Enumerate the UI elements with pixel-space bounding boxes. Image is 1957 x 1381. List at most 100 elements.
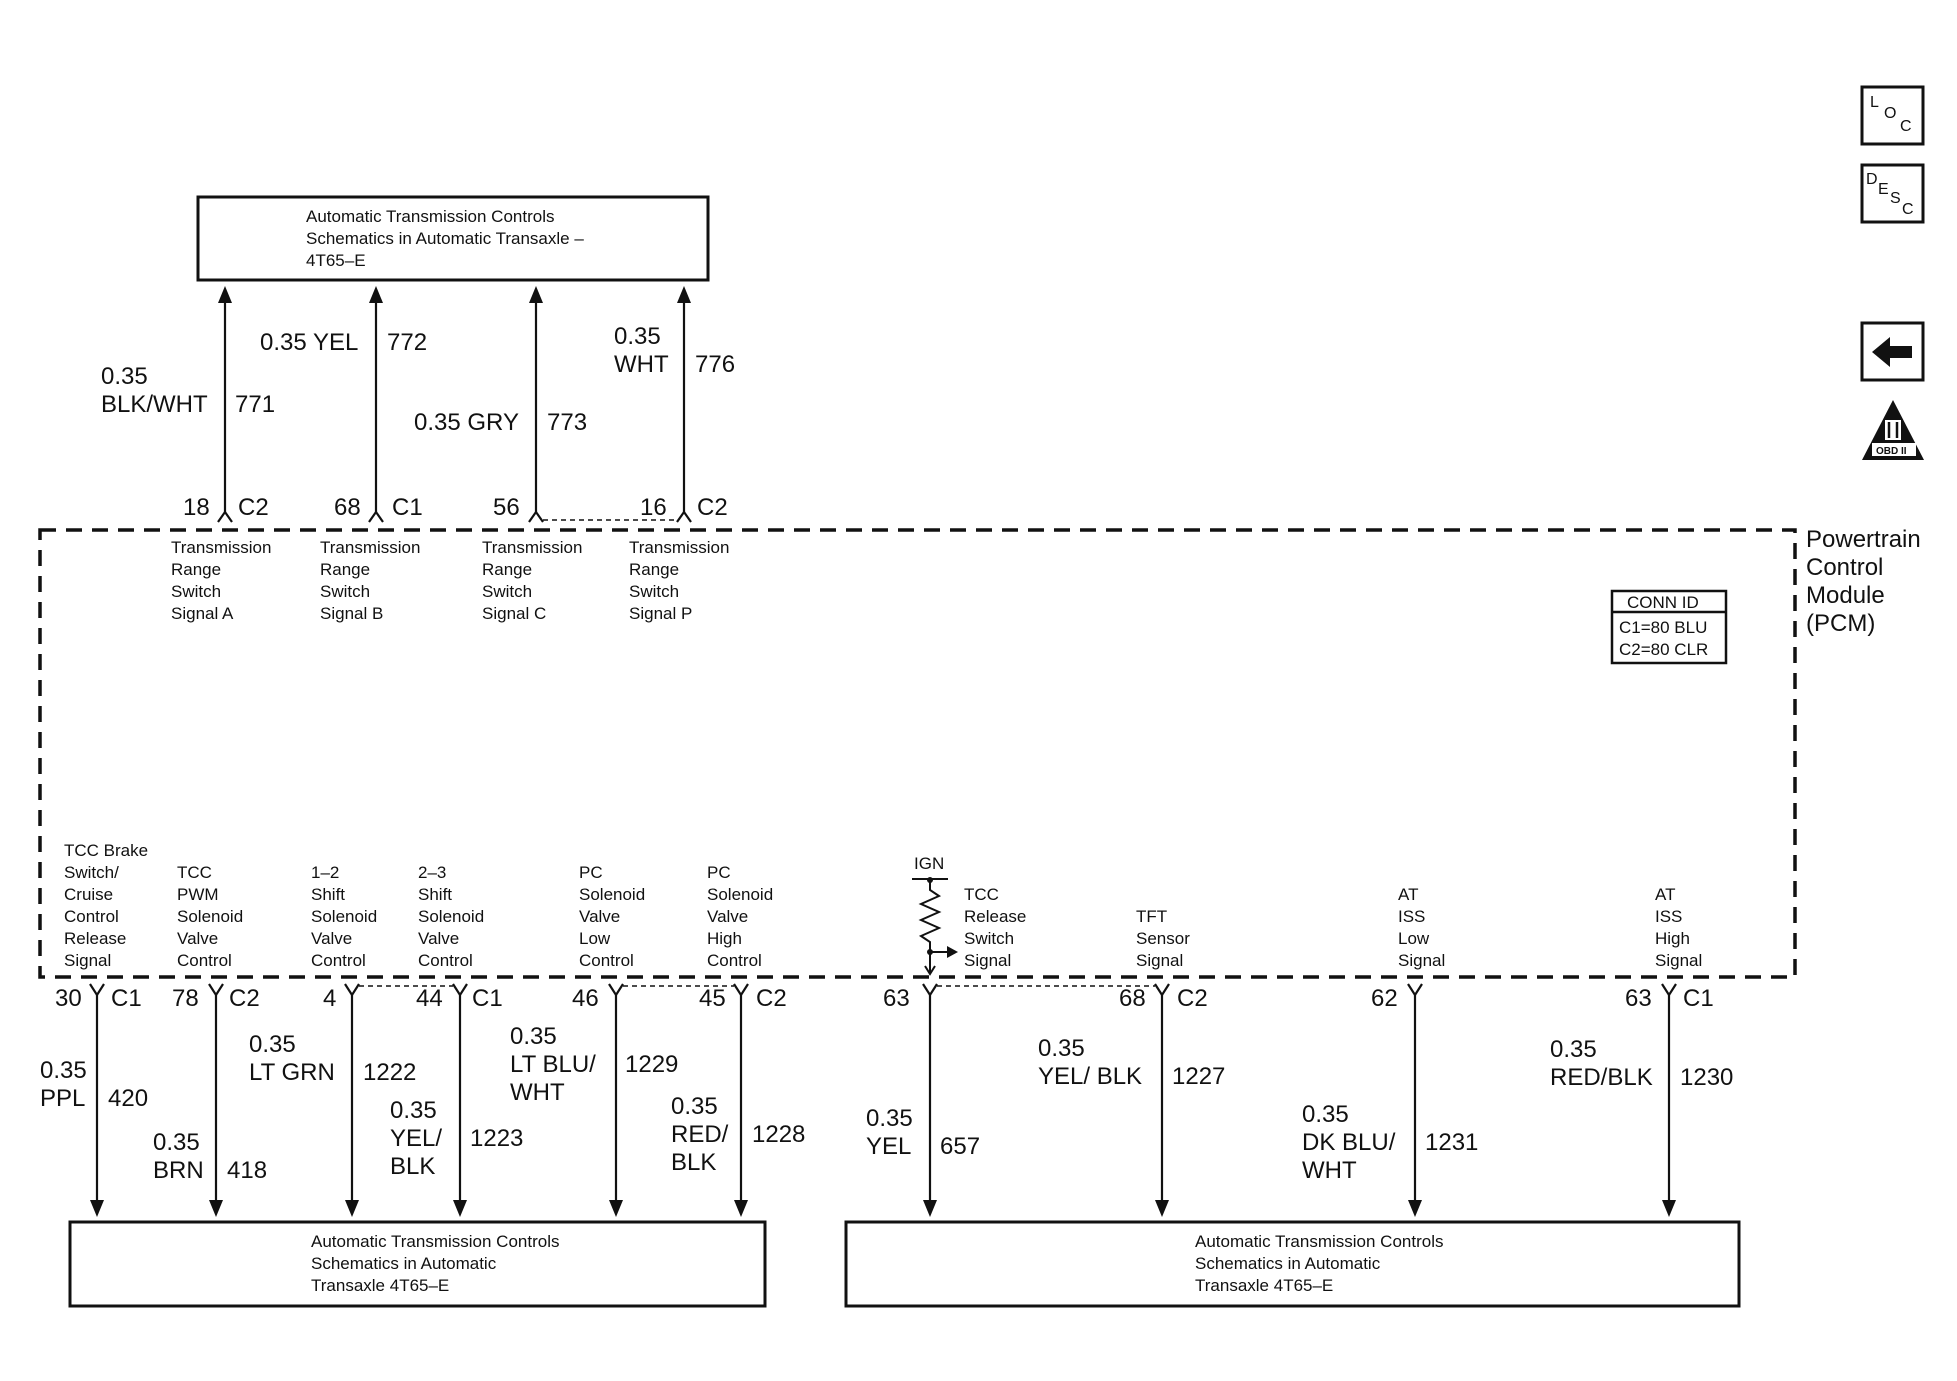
pcm-boundary xyxy=(38,528,1797,979)
function-label: TCC xyxy=(964,885,999,904)
back-arrow-icon[interactable] xyxy=(1860,321,1925,382)
arrow-down-icon xyxy=(453,1200,467,1217)
wire-420: 30 C1 0.35 PPL 420 xyxy=(40,983,148,1217)
bottom-left-box-line: Automatic Transmission Controls xyxy=(311,1232,559,1251)
wire-size: 0.35 xyxy=(671,1093,718,1120)
function-label: Transmission xyxy=(482,538,582,557)
function-label: Signal B xyxy=(320,604,383,623)
pin-number: 4 xyxy=(323,985,336,1012)
pin-number: 45 xyxy=(699,985,726,1012)
circuit-number: 1230 xyxy=(1680,1064,1733,1091)
circuit-number: 771 xyxy=(235,391,275,418)
desc-icon[interactable]: D E S C xyxy=(1860,163,1925,224)
conn-id-table: CONN ID C1=80 BLU C2=80 CLR xyxy=(1610,589,1728,665)
loc-icon[interactable]: L O C xyxy=(1860,85,1925,146)
function-label: Control xyxy=(418,951,473,970)
pin-number: 62 xyxy=(1371,985,1398,1012)
circuit-number: 1231 xyxy=(1425,1129,1478,1156)
function-label: TCC Brake xyxy=(64,841,148,860)
arrow-up-icon xyxy=(529,286,543,303)
pin-number: 44 xyxy=(416,985,443,1012)
function-label: Signal xyxy=(1655,951,1702,970)
function-label: TFT xyxy=(1136,907,1167,926)
arrow-up-icon xyxy=(218,286,232,303)
function-label: Control xyxy=(64,907,119,926)
arrow-up-icon xyxy=(677,286,691,303)
arrow-down-icon xyxy=(345,1200,359,1217)
connector-id: C2 xyxy=(229,985,260,1012)
function-label: Solenoid xyxy=(579,885,645,904)
function-label: Valve xyxy=(177,929,218,948)
connector-pin-icon xyxy=(208,983,224,998)
bottom-right-destination-box: Automatic Transmission Controls Schemati… xyxy=(844,1220,1741,1308)
conn-id-title: CONN ID xyxy=(1627,593,1699,612)
connector-id: C2 xyxy=(1177,985,1208,1012)
function-label: Signal xyxy=(964,951,1011,970)
connector-pin-icon xyxy=(217,510,233,523)
function-label: Transmission xyxy=(171,538,271,557)
circuit-number: 1229 xyxy=(625,1051,678,1078)
pcm-name-line: (PCM) xyxy=(1806,610,1875,637)
svg-text:D: D xyxy=(1866,171,1878,188)
top-function-labels: Transmission Range Switch Signal A Trans… xyxy=(171,538,729,623)
function-label: Range xyxy=(629,560,679,579)
function-label: Valve xyxy=(579,907,620,926)
wire-size: 0.35 xyxy=(101,363,148,390)
arrow-right-icon xyxy=(947,946,958,958)
wire-color: RED/BLK xyxy=(1550,1064,1653,1091)
connector-id: C1 xyxy=(111,985,142,1012)
wire-size: 0.35 xyxy=(510,1023,557,1050)
function-label: Control xyxy=(311,951,366,970)
function-label: Solenoid xyxy=(707,885,773,904)
arrow-down-icon xyxy=(923,1200,937,1217)
function-label: Switch/ xyxy=(64,863,119,882)
function-label: Low xyxy=(579,929,611,948)
pin-number: 18 xyxy=(183,494,210,521)
pin-number: 63 xyxy=(1625,985,1652,1012)
wire-color: BRN xyxy=(153,1157,204,1184)
function-label: AT xyxy=(1398,885,1418,904)
connector-pin-icon xyxy=(733,983,749,998)
arrow-up-icon xyxy=(369,286,383,303)
connector-pin-icon xyxy=(89,983,105,998)
obd-ii-icon[interactable]: OBD II xyxy=(1862,400,1924,460)
circuit-number: 773 xyxy=(547,409,587,436)
function-label: ISS xyxy=(1655,907,1682,926)
function-label: Signal xyxy=(1398,951,1445,970)
conn-id-c2: C2=80 CLR xyxy=(1619,640,1708,659)
function-label: Range xyxy=(320,560,370,579)
wire-color: RED/ xyxy=(671,1121,729,1148)
wire-color: WHT xyxy=(614,351,669,378)
connector-pin-icon xyxy=(676,510,692,523)
wire-color: WHT xyxy=(1302,1157,1357,1184)
top-box-line: 4T65–E xyxy=(306,251,366,270)
connector-pin-icon xyxy=(368,510,384,523)
pin-number: 16 xyxy=(640,494,667,521)
function-label: 2–3 xyxy=(418,863,446,882)
wire-776: 0.35 WHT 776 16 C2 xyxy=(614,286,735,523)
wire-657: 63 0.35 YEL 657 xyxy=(866,983,980,1217)
wire-size: 0.35 xyxy=(390,1097,437,1124)
wire-color: LT GRN xyxy=(249,1059,335,1086)
wire-color: 0.35 YEL xyxy=(260,329,358,356)
wire-773: 0.35 GRY 773 56 xyxy=(414,286,587,523)
connector-pin-icon xyxy=(608,983,624,998)
arrow-down-icon xyxy=(1662,1200,1676,1217)
pin-number: 68 xyxy=(1119,985,1146,1012)
connector-pin-icon xyxy=(528,510,544,523)
pcm-label: Powertrain Control Module (PCM) xyxy=(1806,526,1921,637)
function-label: Control xyxy=(579,951,634,970)
function-label: ISS xyxy=(1398,907,1425,926)
wire-color: BLK xyxy=(390,1153,435,1180)
circuit-number: 1222 xyxy=(363,1059,416,1086)
connector-pin-icon xyxy=(452,983,468,998)
bottom-right-box-line: Transaxle 4T65–E xyxy=(1195,1276,1333,1295)
svg-text:O: O xyxy=(1884,105,1896,122)
wire-1222: 4 0.35 LT GRN 1222 xyxy=(249,983,416,1217)
wire-1229: 46 0.35 LT BLU/ WHT 1229 xyxy=(510,983,678,1217)
function-label: Signal P xyxy=(629,604,692,623)
function-label: PC xyxy=(579,863,603,882)
svg-text:C: C xyxy=(1902,201,1914,218)
function-label: Valve xyxy=(418,929,459,948)
function-label: 1–2 xyxy=(311,863,339,882)
